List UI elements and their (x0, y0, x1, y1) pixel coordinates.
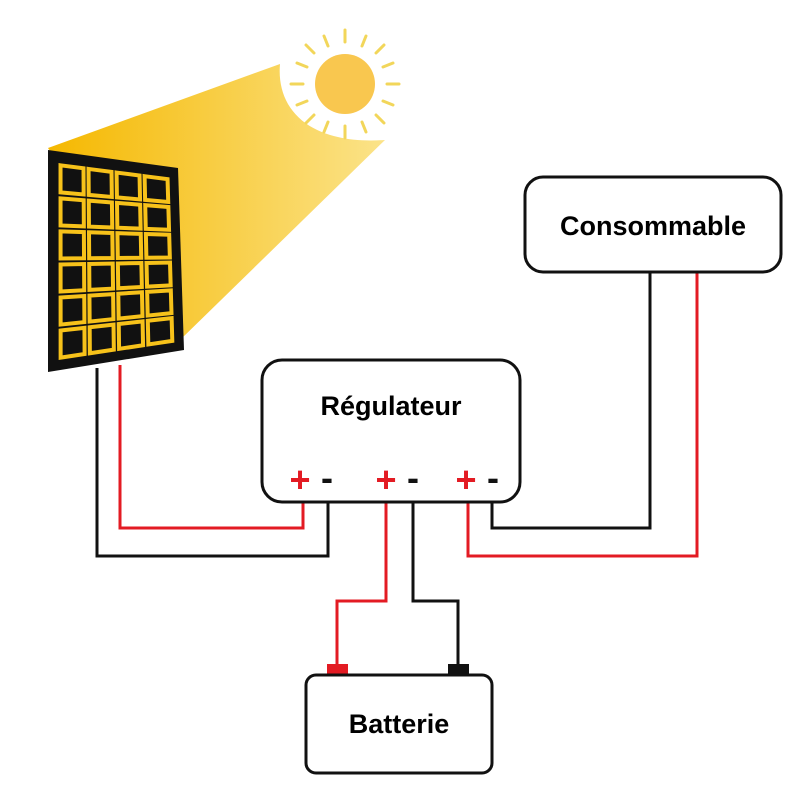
solar-cell (145, 315, 175, 347)
solar-cell (114, 170, 143, 202)
sun-icon (289, 28, 401, 140)
sunlight-beam (48, 64, 385, 340)
panel-negative-wire (95, 368, 330, 558)
panel-positive-wire (118, 365, 305, 530)
consumer-box: Consommable (523, 175, 783, 274)
load-negative-wire (490, 272, 652, 530)
consumer-label: Consommable (560, 211, 746, 241)
terminal-minus: - (487, 457, 499, 498)
terminal-plus: + (289, 459, 310, 500)
regulator-terminal-panel: + - (289, 457, 333, 500)
regulator-box: Régulateur + - + - + - (260, 358, 522, 504)
regulator-label: Régulateur (320, 391, 462, 421)
solar-cell (58, 293, 87, 327)
terminal-plus: + (455, 459, 476, 500)
solar-cell (143, 202, 172, 232)
solar-cell (145, 288, 174, 318)
solar-cell (115, 231, 144, 261)
terminal-plus: + (375, 459, 396, 500)
solar-cell (86, 198, 115, 230)
solar-panel-icon (48, 150, 184, 372)
load-positive-wire (466, 272, 699, 558)
battery-label: Batterie (349, 709, 450, 739)
solar-cell (87, 322, 116, 356)
battery-negative-wire (411, 502, 460, 666)
battery-box: Batterie (304, 664, 494, 775)
regulator-terminal-load: + - (455, 457, 499, 500)
solar-cell (86, 230, 115, 261)
terminal-minus: - (321, 457, 333, 498)
solar-cell (87, 291, 116, 324)
solar-cell (143, 231, 172, 260)
battery-positive-wire (335, 502, 388, 666)
battery-negative-post (448, 664, 469, 675)
solar-cell (87, 261, 116, 293)
solar-cell (58, 163, 86, 197)
battery-positive-post (327, 664, 348, 675)
solar-cell (86, 166, 114, 200)
regulator-terminal-battery: + - (375, 457, 419, 500)
solar-cell (116, 319, 146, 352)
solar-cell (58, 325, 87, 360)
solar-cell (58, 229, 87, 261)
solar-cell (114, 200, 143, 231)
solar-cell (58, 261, 87, 294)
solar-cell (115, 260, 144, 291)
solar-panel-cells (58, 163, 175, 360)
solar-cell (58, 196, 86, 229)
terminal-minus: - (407, 457, 419, 498)
solar-cell (144, 260, 173, 289)
solar-cell (142, 173, 171, 205)
solar-cell (116, 290, 145, 321)
